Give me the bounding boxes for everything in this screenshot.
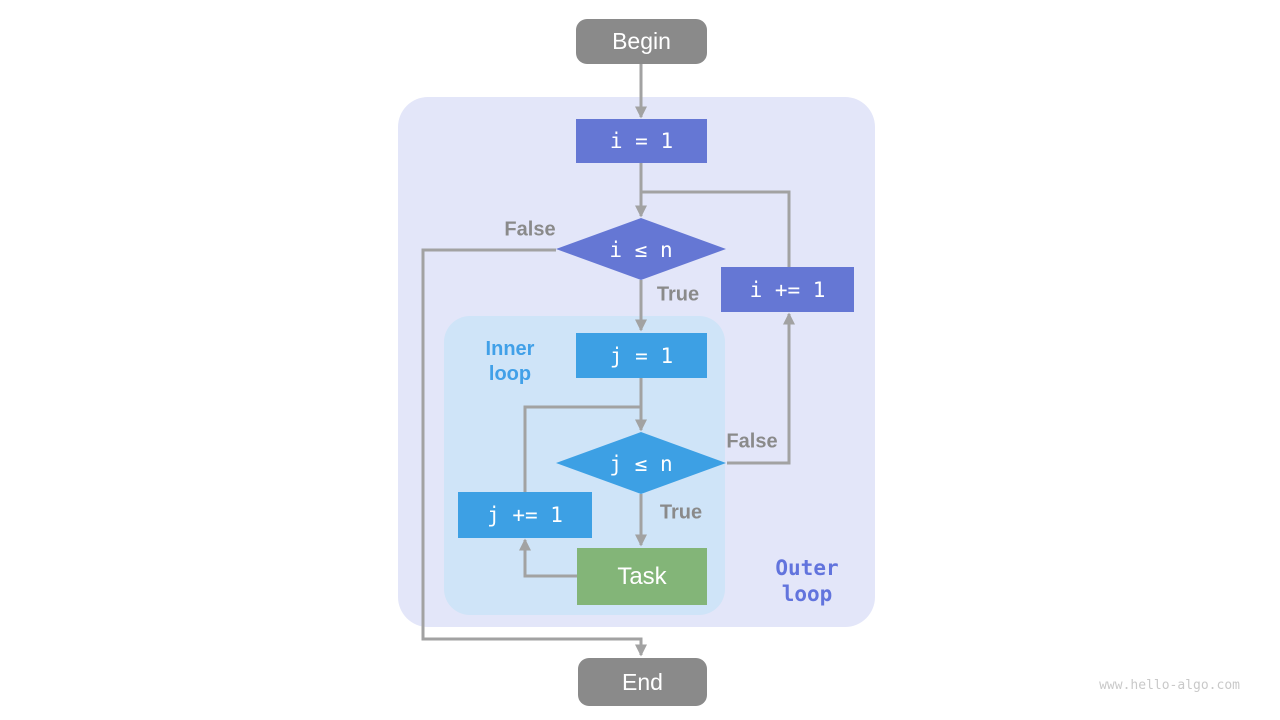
edge-label-cond-j-false: False — [726, 430, 778, 453]
edge-label-cond-i-false: False — [504, 218, 556, 241]
node-begin: Begin — [576, 19, 707, 64]
watermark: www.hello-algo.com — [1099, 678, 1240, 693]
edge-inc-j-to-cond-j — [523, 405, 641, 493]
edge-task-to-inc-j — [519, 538, 577, 578]
node-cond-j-shape — [556, 432, 726, 494]
node-init-j: j = 1 — [576, 333, 707, 378]
outer-loop-label: Outer loop — [775, 555, 839, 606]
node-inc-j: j += 1 — [458, 492, 592, 538]
edge-cond-j-false-to-inc-i — [727, 312, 795, 465]
node-cond-i-label: i ≤ n — [609, 238, 673, 262]
edge-label-cond-i-true: True — [656, 283, 700, 306]
inner-loop-label: Inner loop — [485, 338, 535, 385]
node-cond-j-label: j ≤ n — [609, 452, 673, 476]
connectors — [421, 64, 795, 657]
node-task: Task — [577, 548, 707, 605]
edge-cond-i-false-to-end — [421, 248, 647, 657]
node-end: End — [578, 658, 707, 706]
edge-inc-i-to-cond-i — [641, 190, 791, 270]
node-cond-i-shape — [556, 218, 726, 280]
node-inc-i: i += 1 — [721, 267, 854, 312]
edge-label-cond-j-true: True — [659, 501, 703, 524]
node-init-i: i = 1 — [576, 119, 707, 163]
